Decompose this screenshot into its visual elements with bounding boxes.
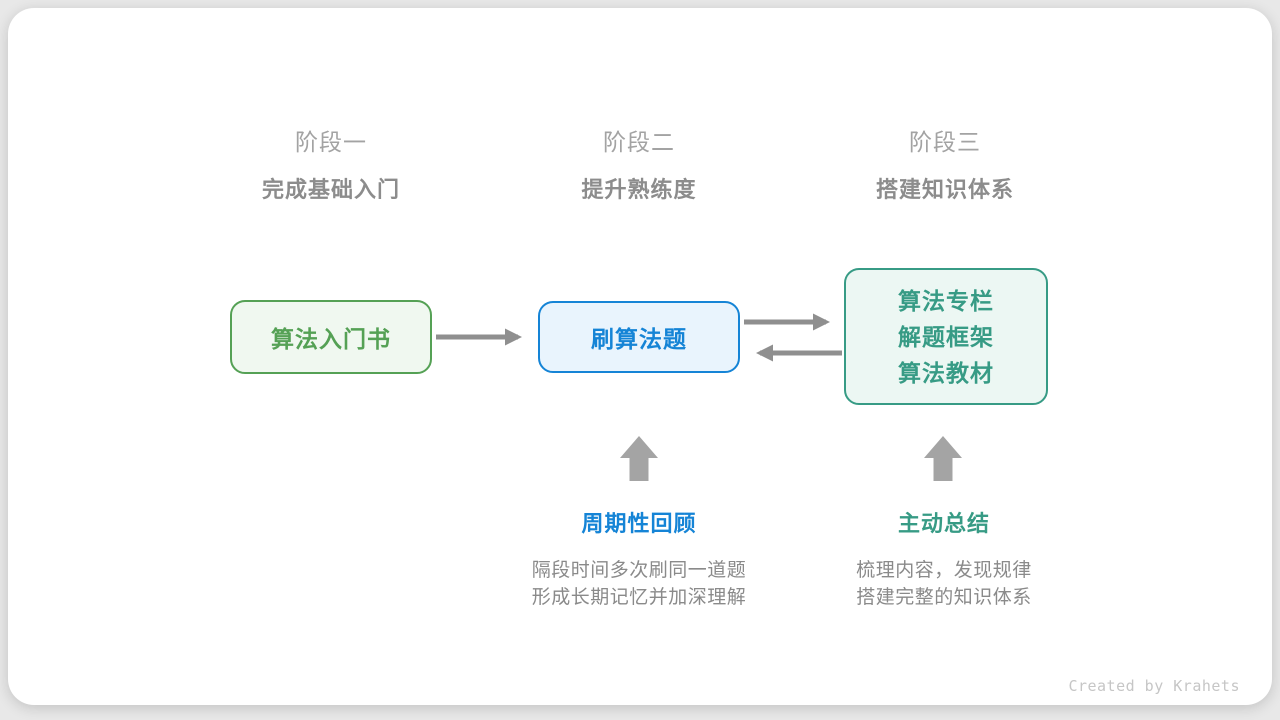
stage-1-subtitle: 完成基础入门 [261, 177, 400, 202]
stage-2-subtitle: 提升熟练度 [581, 177, 697, 202]
node-resource-line-2: 解题框架 [898, 323, 994, 350]
annotation-active-summary-desc: 梳理内容，发现规律 搭建完整的知识体系 [774, 557, 1114, 611]
annotation-periodic-review: 周期性回顾 隔段时间多次刷同一道题 形成长期记忆并加深理解 [469, 510, 809, 611]
credit-text: Created by Krahets [1068, 677, 1240, 695]
node-practice-problems-label: 刷算法题 [591, 326, 687, 352]
annotation-active-summary-title: 主动总结 [897, 511, 990, 536]
node-practice-problems: 刷算法题 [538, 301, 740, 373]
node-intro-book: 算法入门书 [230, 300, 432, 374]
node-resource-line-1: 算法专栏 [898, 287, 994, 314]
stage-3-subtitle: 搭建知识体系 [875, 177, 1014, 202]
annotation-periodic-review-title: 周期性回顾 [581, 511, 697, 536]
desc-line: 形成长期记忆并加深理解 [531, 587, 747, 608]
stage-1-label: 阶段一 [295, 129, 367, 155]
stage-3-label: 阶段三 [909, 129, 981, 155]
node-knowledge-resources: 算法专栏 解题框架 算法教材 [844, 268, 1048, 405]
stage-header-2: 阶段二 提升熟练度 [519, 129, 759, 203]
node-resource-line-3: 算法教材 [898, 359, 994, 386]
stage-header-1: 阶段一 完成基础入门 [211, 129, 451, 203]
annotation-periodic-review-desc: 隔段时间多次刷同一道题 形成长期记忆并加深理解 [469, 557, 809, 611]
node-intro-book-label: 算法入门书 [271, 326, 391, 352]
desc-line: 隔段时间多次刷同一道题 [531, 560, 747, 581]
desc-line: 搭建完整的知识体系 [856, 587, 1032, 608]
stage-header-3: 阶段三 搭建知识体系 [825, 129, 1065, 203]
desc-line: 梳理内容，发现规律 [856, 560, 1032, 581]
stage-2-label: 阶段二 [603, 129, 675, 155]
annotation-active-summary: 主动总结 梳理内容，发现规律 搭建完整的知识体系 [774, 510, 1114, 611]
